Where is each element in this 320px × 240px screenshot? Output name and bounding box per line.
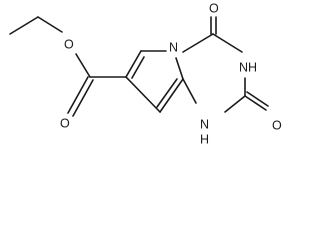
nh-lower-h-label: H bbox=[200, 132, 209, 146]
bond-carbonyl-double-a bbox=[67, 76, 89, 114]
bond-c2-n1 bbox=[224, 95, 246, 113]
ester-carbonyl-oxygen-label: O bbox=[60, 116, 70, 130]
bond-methylene bbox=[37, 16, 63, 33]
bond-carbonyl-double-b bbox=[72, 79, 94, 117]
ring-nitrogen-label: N bbox=[169, 40, 178, 54]
ethyl-group bbox=[9, 16, 63, 35]
bond-c4-nh bbox=[212, 33, 243, 53]
pyrrole-ring bbox=[125, 50, 184, 113]
nh-upper-label: NH bbox=[239, 60, 257, 74]
triazine-ring bbox=[182, 16, 269, 113]
bond-c8-c7 bbox=[125, 76, 161, 113]
bond-c4a-c8-double bbox=[156, 78, 178, 108]
bond-c7-c6-double bbox=[131, 56, 145, 79]
bond-c2-o-double-b bbox=[246, 91, 269, 107]
bond-c7-c6 bbox=[125, 50, 142, 78]
bond-n-c4a bbox=[175, 57, 184, 80]
chemical-structure: O O N O NH O H N bbox=[9, 1, 282, 146]
bond-n-c4 bbox=[182, 33, 214, 53]
bond-n1-c4a bbox=[182, 78, 197, 104]
bond-c4a-c8 bbox=[159, 78, 184, 113]
nh-lower-n-label: N bbox=[200, 117, 209, 131]
upper-carbonyl-oxygen-label: O bbox=[209, 1, 219, 15]
bond-o-carbonyl-carbon bbox=[75, 53, 91, 78]
ester-group bbox=[67, 53, 127, 117]
bond-c2-o-double-a bbox=[244, 95, 267, 111]
right-carbonyl-oxygen-label: O bbox=[272, 118, 282, 132]
bond-methyl bbox=[9, 16, 39, 35]
ester-oxygen-label: O bbox=[64, 37, 74, 51]
